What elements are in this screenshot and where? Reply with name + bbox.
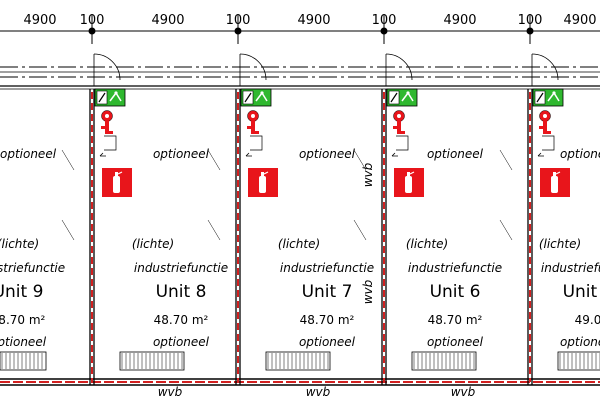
hatch-line xyxy=(207,149,221,171)
hatch-line xyxy=(61,219,75,241)
bay-wall-group xyxy=(499,53,600,385)
lichte-label: (lichte) xyxy=(0,237,39,251)
wvb-label: wvb xyxy=(451,385,476,399)
dimension-label: 4900 xyxy=(297,13,330,28)
fire-extinguisher-icon xyxy=(540,168,570,197)
wvb-label: wvb xyxy=(361,279,375,304)
dimension-label: 4900 xyxy=(443,13,476,28)
wvb-label: wvb xyxy=(158,385,183,399)
optional-label: optioneel xyxy=(299,147,356,161)
optional-label: optioneel xyxy=(0,335,47,349)
optional-label: optioneel xyxy=(299,335,356,349)
emergency-exit-sign-icon xyxy=(240,88,272,107)
door-swing xyxy=(239,53,267,81)
unit-name: Unit 6 xyxy=(430,282,481,302)
radiator-icon xyxy=(411,351,477,371)
industriefunctie-label: industriefunctie xyxy=(280,261,374,275)
door-swing xyxy=(531,53,559,81)
arrow-icon xyxy=(245,152,252,157)
hatch-line xyxy=(499,149,513,171)
industriefunctie-label: industriefunctie xyxy=(408,261,502,275)
hatch-line xyxy=(207,219,221,241)
fire-hose-reel-icon xyxy=(393,110,405,134)
unit-name: Unit 9 xyxy=(0,282,43,302)
unit-area: 48.70 m² xyxy=(0,313,46,327)
hose-cabinet-outline xyxy=(396,135,409,151)
lichte-label: (lichte) xyxy=(539,237,581,251)
optional-label: optioneel xyxy=(0,147,57,161)
wvb-label: wvb xyxy=(361,162,375,187)
door-swing xyxy=(385,53,413,81)
dimension-label: 4900 xyxy=(151,13,184,28)
radiator-icon xyxy=(265,351,331,371)
radiator-icon xyxy=(557,351,600,371)
arrow-icon xyxy=(391,152,398,157)
optional-label: optioneel xyxy=(560,335,600,349)
hose-cabinet-outline xyxy=(104,135,117,151)
unit-area: 48.70 m² xyxy=(154,313,209,327)
fire-extinguisher-icon xyxy=(394,168,424,197)
lichte-label: (lichte) xyxy=(132,237,174,251)
bay-wall-group xyxy=(61,53,185,385)
bay-wall-group xyxy=(353,53,477,385)
industriefunctie-label: industriefunctie xyxy=(0,261,65,275)
lichte-label: (lichte) xyxy=(406,237,448,251)
hatch-line xyxy=(499,219,513,241)
wvb-label: wvb xyxy=(306,385,331,399)
emergency-exit-sign-icon xyxy=(386,88,418,107)
unit-name: Unit 5 xyxy=(563,282,600,302)
facade-lines xyxy=(0,66,600,90)
emergency-exit-sign-icon xyxy=(94,88,126,107)
dimension-label: 4900 xyxy=(563,13,596,28)
industriefunctie-label: industriefunctie xyxy=(134,261,228,275)
radiator-icon xyxy=(119,351,185,371)
radiator-icon xyxy=(0,351,47,371)
hose-cabinet-outline xyxy=(542,135,555,151)
emergency-exit-sign-icon xyxy=(532,88,564,107)
hatch-line xyxy=(61,149,75,171)
hose-cabinet-outline xyxy=(250,135,263,151)
arrow-icon xyxy=(537,152,544,157)
bottom-wall xyxy=(0,378,600,386)
hatch-line xyxy=(353,149,367,171)
unit-name: Unit 7 xyxy=(302,282,353,302)
bay-wall-group xyxy=(207,53,331,385)
fire-hose-reel-icon xyxy=(539,110,551,134)
unit-name: Unit 8 xyxy=(156,282,207,302)
industriefunctie-label: industriefunctie xyxy=(541,261,600,275)
unit-area: 49.0 xyxy=(575,313,600,327)
fire-extinguisher-icon xyxy=(248,168,278,197)
fire-hose-reel-icon xyxy=(101,110,113,134)
optional-label: optioneel xyxy=(153,335,210,349)
optional-label: optioneel xyxy=(153,147,210,161)
unit-area: 48.70 m² xyxy=(300,313,355,327)
optional-label: optioneel xyxy=(427,335,484,349)
unit-area: 48.70 m² xyxy=(428,313,483,327)
optional-label: optioneel xyxy=(427,147,484,161)
hatch-line xyxy=(353,219,367,241)
fire-hose-reel-icon xyxy=(247,110,259,134)
dimension-label: 4900 xyxy=(23,13,56,28)
lichte-label: (lichte) xyxy=(278,237,320,251)
door-swing xyxy=(93,53,121,81)
fire-extinguisher-icon xyxy=(102,168,132,197)
optional-label: optioneel xyxy=(560,147,600,161)
arrow-icon xyxy=(99,152,106,157)
